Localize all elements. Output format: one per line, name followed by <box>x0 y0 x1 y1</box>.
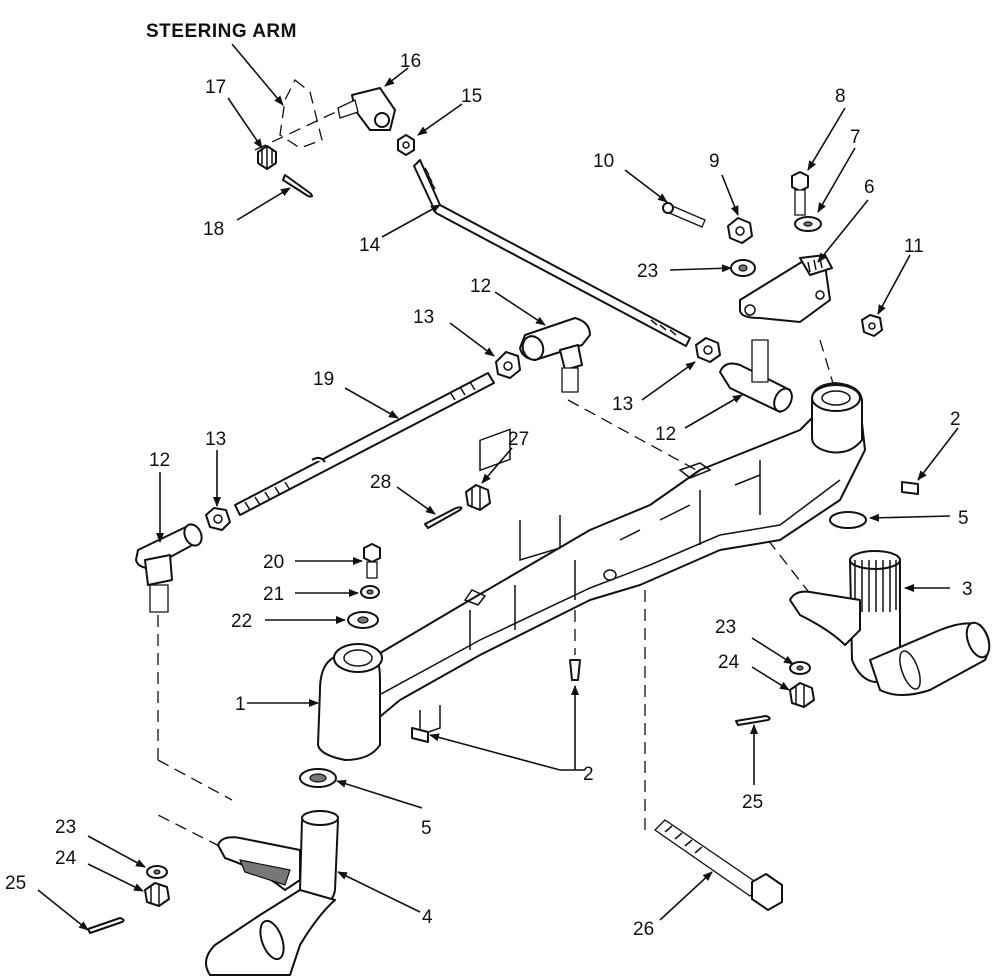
ball-joint-12-left <box>135 523 203 613</box>
callout-6: 6 <box>864 177 875 198</box>
callout-8: 8 <box>835 86 846 107</box>
ball-joint-16 <box>337 87 396 131</box>
callout-12-right: 12 <box>655 424 676 445</box>
thrust-washer-5-right <box>829 511 867 529</box>
callout-14: 14 <box>359 235 381 256</box>
callout-12-center: 12 <box>470 276 491 297</box>
nut-13-left <box>205 507 231 531</box>
callout-13-center: 13 <box>413 307 434 328</box>
callout-5-right: 5 <box>958 508 969 529</box>
callout-25-left: 25 <box>5 873 26 894</box>
thrust-washer-5-left <box>299 768 337 788</box>
callout-20: 20 <box>263 552 284 573</box>
callout-22: 22 <box>231 611 252 632</box>
washer-23-left <box>146 865 168 879</box>
callout-5-left: 5 <box>421 818 432 839</box>
washer-7 <box>794 216 822 232</box>
nut-15 <box>397 134 415 156</box>
callout-10: 10 <box>593 151 614 172</box>
leader-lines <box>37 43 959 931</box>
left-spindle <box>205 810 339 976</box>
castle-nut-24-right <box>789 682 815 708</box>
nut-11 <box>861 314 883 337</box>
callout-21: 21 <box>263 584 284 605</box>
callout-15: 15 <box>461 86 482 107</box>
callout-2-right: 2 <box>950 409 961 430</box>
callout-12-left: 12 <box>149 450 170 471</box>
bolt-20 <box>363 543 381 579</box>
callout-23-top: 23 <box>637 261 658 282</box>
cotter-pin-25-left <box>87 917 125 934</box>
front-axle-beam <box>317 382 866 761</box>
right-spindle <box>789 512 991 696</box>
nut-13-right <box>695 337 721 363</box>
cotter-pin-28 <box>424 506 463 529</box>
callout-24-right: 24 <box>718 652 740 673</box>
callout-1: 1 <box>235 694 246 715</box>
callout-18: 18 <box>203 219 224 240</box>
grease-fitting-2-center <box>569 659 581 681</box>
callout-28: 28 <box>370 472 391 493</box>
castle-nut-24-left <box>144 882 170 907</box>
steering-bracket-6 <box>739 254 833 323</box>
callout-25-right: 25 <box>742 792 763 813</box>
castle-nut-17 <box>257 145 277 170</box>
callout-16: 16 <box>400 51 421 72</box>
washer-22 <box>347 611 379 629</box>
callout-3: 3 <box>962 579 973 600</box>
grease-fitting-2-right <box>901 481 919 495</box>
cotter-pin-25-right <box>735 715 771 726</box>
bolt-8 <box>791 171 809 216</box>
callout-19: 19 <box>313 369 334 390</box>
steering-arm-outline <box>279 78 323 149</box>
callout-27: 27 <box>508 429 529 450</box>
ball-joint-12-right <box>719 339 793 413</box>
pivot-bolt-26 <box>653 819 783 911</box>
callout-7: 7 <box>850 127 861 148</box>
lock-washer-21 <box>360 585 380 599</box>
callout-9: 9 <box>709 151 720 172</box>
steering-arm-title: STEERING ARM <box>146 21 297 42</box>
washer-23-top <box>730 259 756 277</box>
cotter-pin-18 <box>282 174 314 198</box>
tie-rod-19 <box>234 372 495 516</box>
callout-13-right: 13 <box>612 394 633 415</box>
screw-10 <box>662 202 706 228</box>
callout-4: 4 <box>422 907 433 928</box>
callout-13-left: 13 <box>205 429 226 450</box>
ball-joint-12-center <box>519 317 591 393</box>
callout-24-left: 24 <box>55 848 77 869</box>
callout-17: 17 <box>205 77 226 98</box>
nut-9 <box>727 217 753 244</box>
grease-fitting-2-left <box>411 727 429 743</box>
callout-26: 26 <box>633 919 654 940</box>
alignment-lines <box>157 109 839 856</box>
nut-13-center <box>495 351 521 379</box>
callout-23-left: 23 <box>55 817 76 838</box>
callout-2-center: 2 <box>583 764 594 785</box>
washer-23-right <box>789 661 811 675</box>
callout-23-right: 23 <box>715 617 736 638</box>
callout-11: 11 <box>904 236 924 257</box>
castle-nut-27 <box>465 484 491 511</box>
